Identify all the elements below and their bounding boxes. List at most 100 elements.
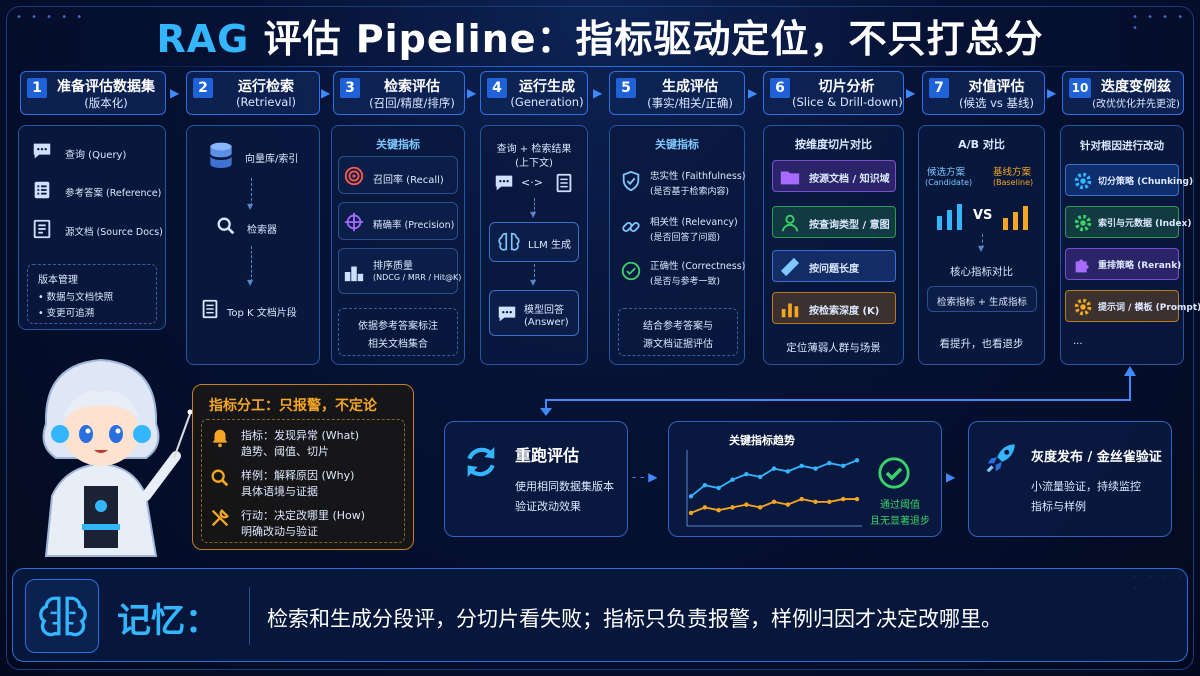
divider (249, 587, 250, 645)
bell-icon (212, 429, 228, 448)
step-3-header: 3 检索评估 (召回/精度/排序) (333, 71, 465, 115)
source-docs-icon (33, 219, 51, 239)
release-line: 指标与样例 (1031, 500, 1086, 513)
role-metric-title: 指标：发现异常 (What) (241, 429, 359, 442)
slice-item-depth: 按检索深度 (K) (772, 292, 896, 324)
brain-icon (498, 232, 520, 251)
vs-label: VS (973, 208, 993, 223)
step-title: 检索评估 (384, 79, 440, 95)
slice-item-query: 按查询类型 / 意图 (772, 206, 896, 238)
iterate-header: 针对根因进行改动 (1080, 140, 1164, 152)
slice-item-label: 按源文档 / 知识域 (809, 174, 890, 185)
check-circle-icon (621, 261, 641, 281)
memory-label: 记忆： (117, 601, 219, 641)
retriever-label: 检索器 (247, 225, 277, 236)
series-1-point (785, 469, 791, 474)
series-2-point (854, 496, 860, 502)
brain-icon (39, 596, 87, 637)
arrow-right-icon: ▶ (1047, 86, 1057, 100)
metric-correctness: 正确性 (Correctness) (650, 261, 746, 272)
step-number: 10 (1069, 78, 1091, 98)
step-subtitle: (候选 vs 基线) (958, 96, 1035, 110)
step-title: 切片分析 (818, 79, 875, 95)
step-1-header: 1 准备评估数据集 (版本化) (20, 71, 166, 115)
reference-label: 参考答案 (Reference) (65, 188, 162, 199)
rerun-line: 使用相同数据集版本 (515, 480, 614, 493)
series-2-point (688, 510, 694, 516)
metrics-box-label: 检索指标 + 生成指标 (937, 297, 1027, 308)
panel-retrieval: 向量库/索引 ▼ 检索器 ▼ Top K 文档片段 (186, 125, 320, 365)
search-icon (217, 217, 235, 235)
action-label: 重排策略 (Rerank) (1098, 261, 1182, 271)
metric-ranking-sub: (NDCG / MRR / Hit@K) (373, 273, 462, 282)
metric-faithfulness: 忠实性 (Faithfulness) (650, 171, 746, 182)
note-line: 依据参考答案标注 (358, 321, 438, 332)
series-2-point (730, 505, 735, 510)
series-2-point (840, 496, 846, 502)
slice-item-source: 按源文档 / 知识域 (772, 160, 896, 192)
series-1-point (688, 494, 694, 499)
note-box: 依据参考答案标注 相关文档集合 (338, 308, 458, 356)
baseline-bars-icon (1003, 206, 1028, 230)
gear-icon (1074, 214, 1092, 232)
series-2-point (771, 499, 777, 505)
candidate-label: 候选方案 (927, 167, 966, 178)
arrow-down-icon: ▼ (978, 244, 985, 253)
arrow-down-icon: ▼ (530, 210, 537, 219)
gear-icon (1074, 298, 1092, 316)
version-box: 版本管理 • 数据与文档快照 • 变更可追溯 (27, 264, 157, 324)
arrow-right-icon: ▶ (170, 86, 180, 100)
search-icon (211, 469, 229, 487)
series-1-line (690, 459, 858, 498)
ab-footer: 看提升，也看退步 (939, 338, 1024, 350)
step-number: 4 (487, 78, 507, 98)
panel-dataset: 查询 (Query) 参考答案 (Reference) 源文档 (Source … (18, 125, 166, 330)
metric-relevancy: 相关性 (Relevancy) (650, 217, 738, 228)
step-6-header: 6 切片分析 (Slice & Drill-down) (763, 71, 904, 115)
slice-header: 按维度切片对比 (795, 138, 872, 151)
series-1-point (854, 458, 860, 463)
step-2-header: 2 运行检索 (Retrieval) (186, 71, 320, 115)
step-7-header: 7 对值评估 (候选 vs 基线) (922, 71, 1045, 115)
rocket-icon (986, 444, 1015, 473)
metric-precision: 精确率 (Precision) (373, 220, 455, 231)
series-1-point (716, 485, 721, 491)
corner-dots: • • • • • (1132, 12, 1187, 34)
crosshair-icon (344, 212, 364, 232)
step-number: 1 (27, 78, 47, 98)
candidate-bars-icon (937, 204, 962, 230)
more-label: ... (1073, 336, 1083, 347)
llm-box: LLM 生成 (489, 222, 579, 262)
series-1-point (799, 463, 804, 469)
metric-card: 召回率 (Recall) (338, 156, 458, 194)
roles-box: 指标分工：只报警，不定论 指标：发现异常 (What) 趋势、阈值、切片 样例：… (192, 384, 414, 550)
podium-icon (344, 266, 364, 282)
series-1-point (744, 471, 749, 477)
rerun-box: 重跑评估 使用相同数据集版本 验证改动效果 (444, 421, 628, 537)
step-subtitle: (事实/相关/正确) (647, 96, 733, 110)
action-index: 索引与元数据 (Index) (1065, 206, 1191, 238)
step-number: 6 (770, 78, 790, 98)
role-action-sub: 明确改动与验证 (241, 525, 318, 538)
wrench-icon (211, 509, 229, 527)
role-sample-title: 样例：解释原因 (Why) (241, 469, 355, 482)
puzzle-icon (1075, 259, 1089, 273)
metric-recall: 召回率 (Recall) (373, 175, 444, 186)
topk-label: Top K 文档片段 (227, 308, 297, 319)
step-title: 准备评估数据集 (57, 79, 155, 95)
metrics-header: 关键指标 (376, 138, 420, 151)
arrow-down-icon: ▼ (530, 278, 537, 287)
database-icon (210, 142, 232, 168)
title-underline (60, 66, 1140, 67)
llm-label: LLM 生成 (528, 240, 571, 251)
vector-db-label: 向量库/索引 (245, 154, 299, 165)
action-prompt: 提示词 / 模板 (Prompt) (1065, 290, 1200, 322)
metric-ranking: 排序质量 (373, 261, 413, 272)
panel-ab-compare: A/B 对比 候选方案 (Candidate) 基线方案 (Baseline) … (918, 125, 1045, 365)
slice-item-length: 按问题长度 (772, 250, 896, 282)
series-2-point (744, 502, 749, 507)
slice-item-label: 按问题长度 (809, 264, 859, 275)
slice-item-label: 按检索深度 (K) (809, 306, 880, 317)
series-2-point (799, 496, 804, 502)
link-icon (622, 222, 640, 232)
